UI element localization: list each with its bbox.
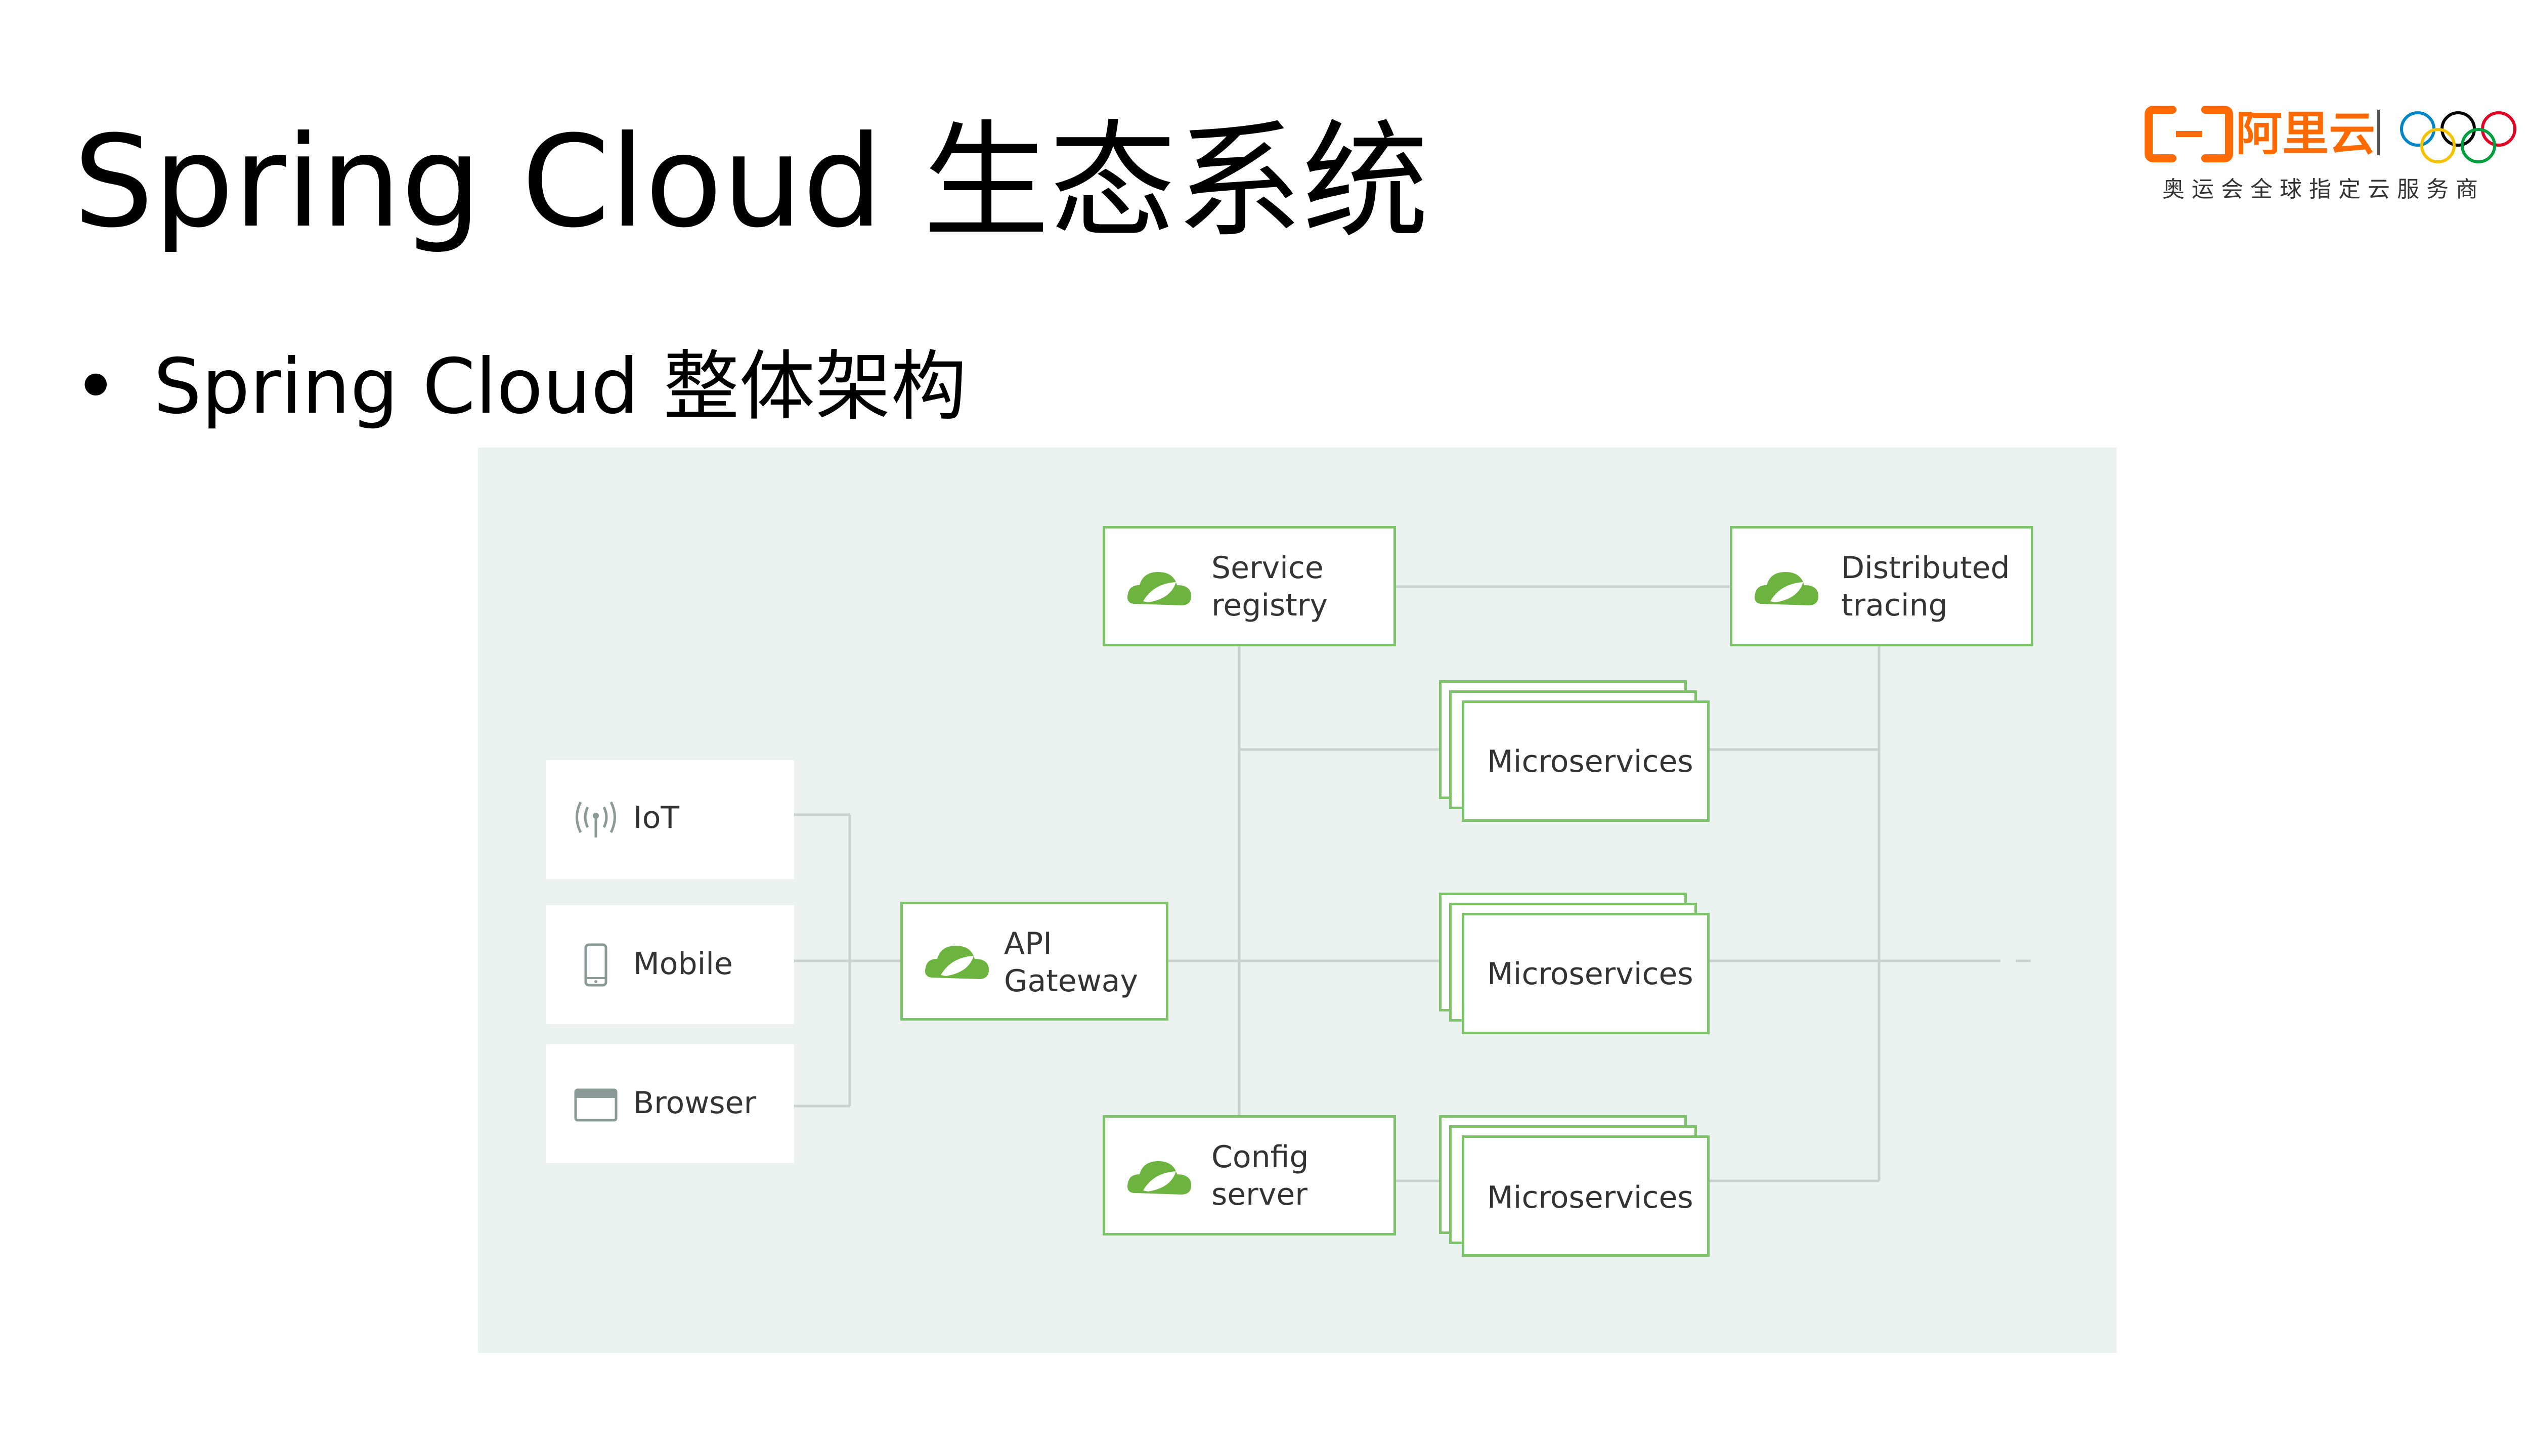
spring-leaf-icon [925, 946, 989, 979]
connector-lines [794, 585, 2041, 1182]
microservices-label: Microservices [1487, 956, 1693, 992]
distributed-tracing-node: Distributed tracing [1730, 526, 2033, 646]
tracing-label-line1: Distributed [1841, 550, 2010, 586]
logo-divider [2377, 110, 2380, 155]
aliyun-logo: 阿里云 奥运会全球指定云服务商 [2145, 104, 2529, 210]
client-label: Browser [633, 1085, 757, 1121]
architecture-diagram: IoT Mobile Browser API Gateway Servic [478, 448, 2117, 1353]
registry-label-line1: Service [1211, 550, 1324, 586]
config-server-node: Config server [1103, 1115, 1396, 1236]
aliyun-brand-text: 阿里云 [2236, 107, 2376, 161]
api-gateway-node: API Gateway [900, 902, 1168, 1021]
microservices-node: Microservices [1462, 700, 1710, 822]
spring-leaf-icon [1755, 572, 1818, 605]
aliyun-tagline: 奥运会全球指定云服务商 [2162, 177, 2485, 202]
client-label: Mobile [633, 946, 733, 982]
client-label: IoT [633, 800, 680, 835]
gateway-label-line1: API [1004, 926, 1052, 961]
registry-label-line2: registry [1211, 588, 1328, 623]
bullet-item: • Spring Cloud 整体架构 [73, 339, 967, 435]
page-title: Spring Cloud 生态系统 [73, 108, 1429, 255]
browser-window-icon [574, 1088, 618, 1122]
olympic-rings-icon [2400, 111, 2516, 163]
aliyun-bracket-icon [2145, 106, 2233, 162]
microservices-label: Microservices [1487, 744, 1693, 779]
tracing-label-line2: tracing [1841, 588, 1948, 623]
gateway-label-line2: Gateway [1004, 963, 1139, 999]
client-browser: Browser [546, 1044, 794, 1163]
phone-icon [584, 943, 607, 987]
spring-leaf-icon [1127, 1161, 1191, 1195]
bullet-dot: • [73, 343, 118, 431]
antenna-icon [576, 801, 616, 837]
bullet-text: Spring Cloud 整体架构 [153, 343, 967, 431]
config-label-line2: server [1211, 1177, 1307, 1212]
spring-leaf-icon [1127, 572, 1191, 605]
config-label-line1: Config [1211, 1139, 1309, 1175]
client-mobile: Mobile [546, 905, 794, 1024]
service-registry-node: Service registry [1103, 526, 1396, 646]
client-iot: IoT [546, 760, 794, 879]
microservices-label: Microservices [1487, 1180, 1693, 1215]
microservices-node: Microservices [1462, 913, 1710, 1034]
microservices-node: Microservices [1462, 1135, 1710, 1257]
